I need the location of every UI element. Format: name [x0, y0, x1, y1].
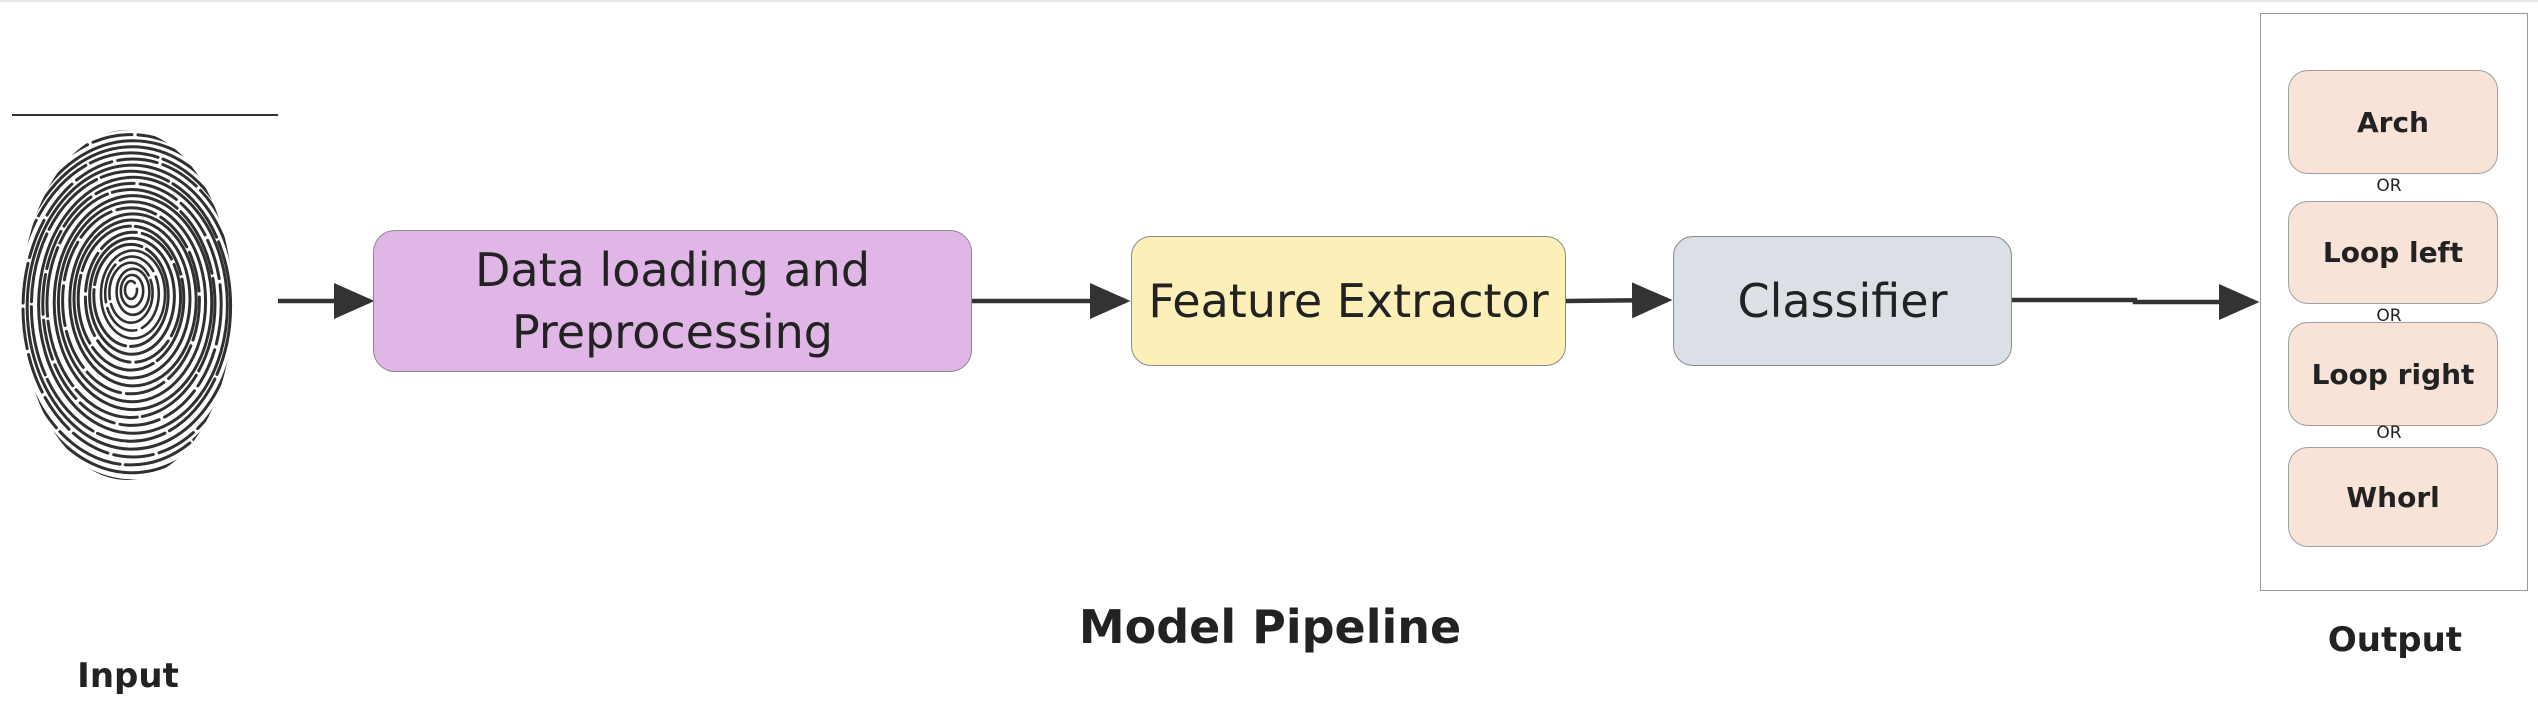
or-separator: OR [2376, 176, 2402, 196]
classifier-label: Classifier [1737, 274, 1948, 328]
output-class-label: Loop right [2311, 357, 2475, 391]
arrow-classifier-to-output [2012, 284, 2260, 320]
output-class-arch: Arch [2288, 70, 2498, 174]
output-class-label: Loop left [2322, 236, 2464, 269]
or-separator: OR [2376, 423, 2402, 443]
output-container [2260, 13, 2528, 591]
preprocessing-label-line2: Preprocessing [511, 305, 834, 359]
output-class-loop-left: Loop left [2288, 201, 2498, 304]
top-border [0, 0, 2538, 2]
arrow-features-to-classifier [1565, 282, 1673, 319]
or-separator: OR [2376, 306, 2402, 326]
output-class-whorl: Whorl [2288, 447, 2498, 547]
preprocessing-label: Data loading and Preprocessing [475, 239, 870, 363]
output-class-loop-right: Loop right [2288, 322, 2498, 426]
output-class-label: Arch [2356, 105, 2429, 139]
feature-extractor-box: Feature Extractor [1131, 236, 1566, 366]
preprocessing-box: Data loading and Preprocessing [373, 230, 972, 372]
preprocessing-label-line1: Data loading and [474, 243, 871, 297]
classifier-box: Classifier [1673, 236, 2012, 366]
output-class-label: Whorl [2346, 480, 2440, 514]
fingerprint-image [21, 130, 233, 480]
pipeline-caption: Model Pipeline [1078, 600, 1462, 654]
input-divider [12, 114, 278, 116]
output-caption: Output [2327, 620, 2463, 660]
input-caption: Input [77, 656, 179, 696]
feature-extractor-label: Feature Extractor [1148, 274, 1549, 328]
